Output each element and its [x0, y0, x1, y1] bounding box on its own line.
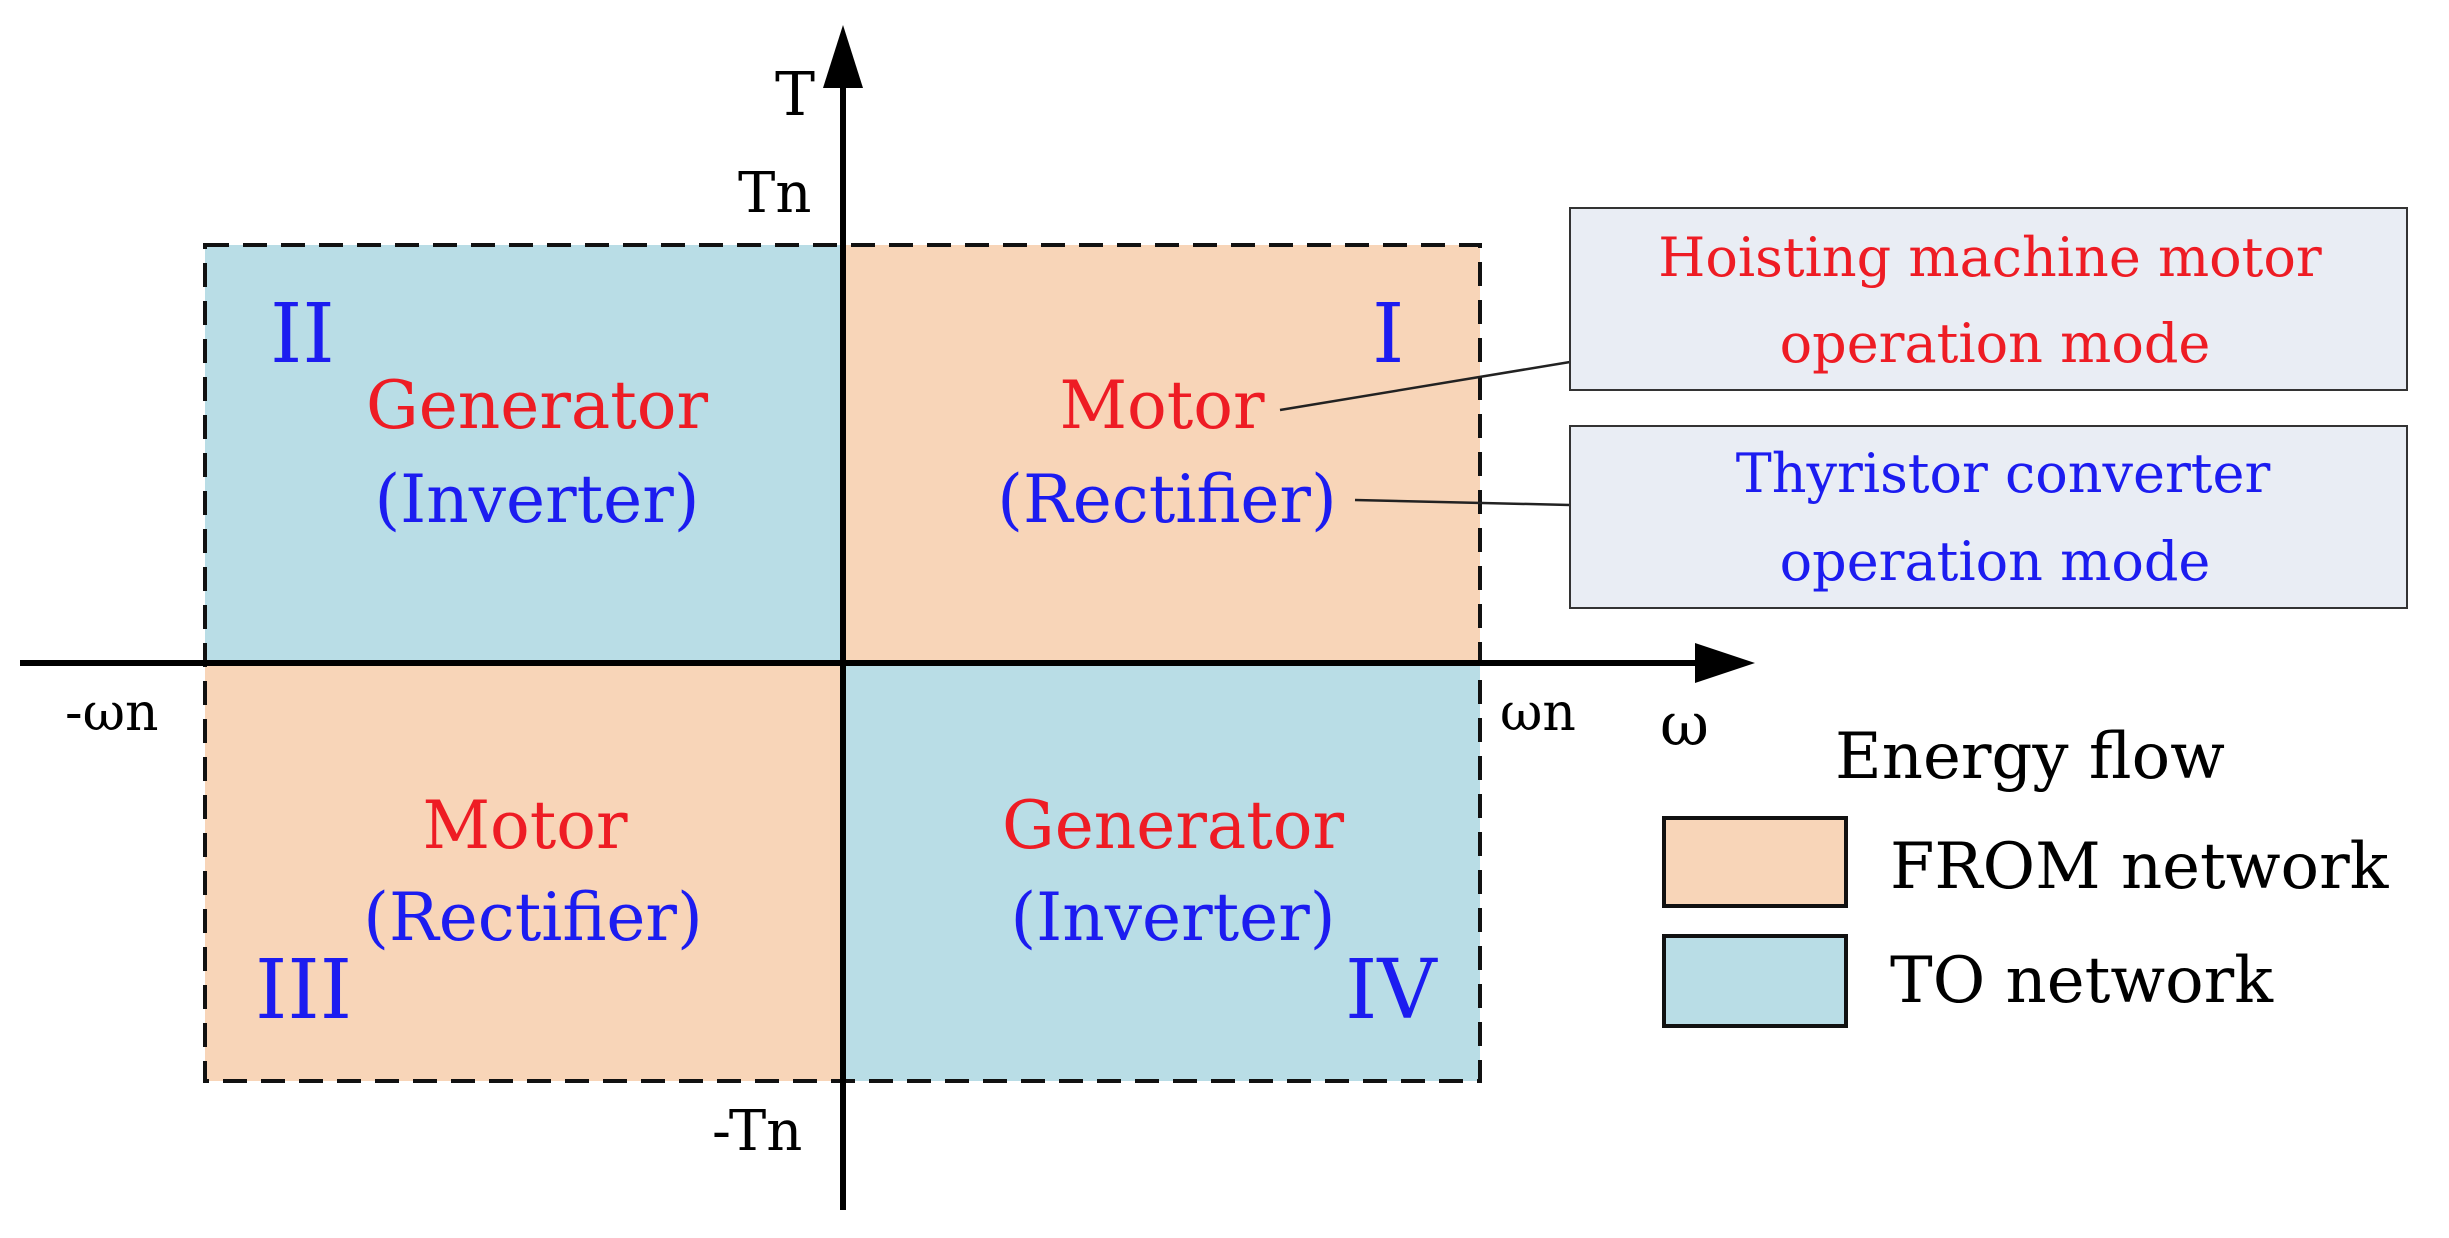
legend-swatch-to-network	[1662, 934, 1848, 1028]
quadrant-IV-mode: Generator	[1002, 787, 1345, 864]
quadrant-III-converter: (Rectifier)	[363, 879, 702, 956]
converter-mode-callout-box	[1569, 425, 2408, 609]
quadrant-III-fill	[205, 663, 843, 1081]
neg-tn-label: -Tn	[712, 1099, 802, 1164]
torque-axis-arrow	[823, 25, 863, 88]
quadrant-IV-numeral: IV	[1345, 943, 1438, 1038]
legend-swatch-from-network	[1662, 816, 1848, 908]
torque-axis-label: T	[775, 60, 815, 130]
converter-mode-callout-line1: Thyristor converter	[1736, 442, 2271, 505]
quadrant-II-converter: (Inverter)	[374, 461, 699, 538]
legend-label-from-network: FROM network	[1890, 830, 2390, 904]
quadrant-III-mode: Motor	[422, 787, 628, 864]
motor-mode-callout-line2: operation mode	[1780, 312, 2211, 375]
motor-mode-leader-line	[1279, 360, 1571, 412]
converter-mode-leader-line	[1354, 498, 1571, 507]
legend-title: Energy flow	[1835, 720, 2225, 794]
quadrant-IV-fill	[843, 663, 1480, 1081]
tn-label: Tn	[738, 161, 811, 226]
quadrant-II-mode: Generator	[366, 367, 709, 444]
quadrant-I-mode: Motor	[1059, 367, 1265, 444]
neg-wn-label: -ωn	[65, 683, 158, 743]
quadrant-I-fill	[843, 245, 1480, 663]
quadrant-III-numeral: III	[255, 943, 352, 1038]
wn-label: ωn	[1500, 683, 1576, 743]
quadrant-II-numeral: II	[270, 287, 335, 382]
quadrant-I-numeral: I	[1372, 287, 1404, 382]
legend-label-to-network: TO network	[1890, 944, 2274, 1018]
quadrant-II-fill	[205, 245, 843, 663]
motor-mode-callout-box	[1569, 207, 2408, 391]
quadrant-I-converter: (Rectifier)	[997, 461, 1336, 538]
converter-mode-callout-line2: operation mode	[1780, 530, 2211, 593]
speed-axis-arrow	[1695, 643, 1755, 683]
speed-axis-label: ω	[1660, 690, 1709, 760]
quadrant-IV-converter: (Inverter)	[1010, 879, 1335, 956]
motor-mode-callout-line1: Hoisting machine motor	[1658, 226, 2322, 289]
